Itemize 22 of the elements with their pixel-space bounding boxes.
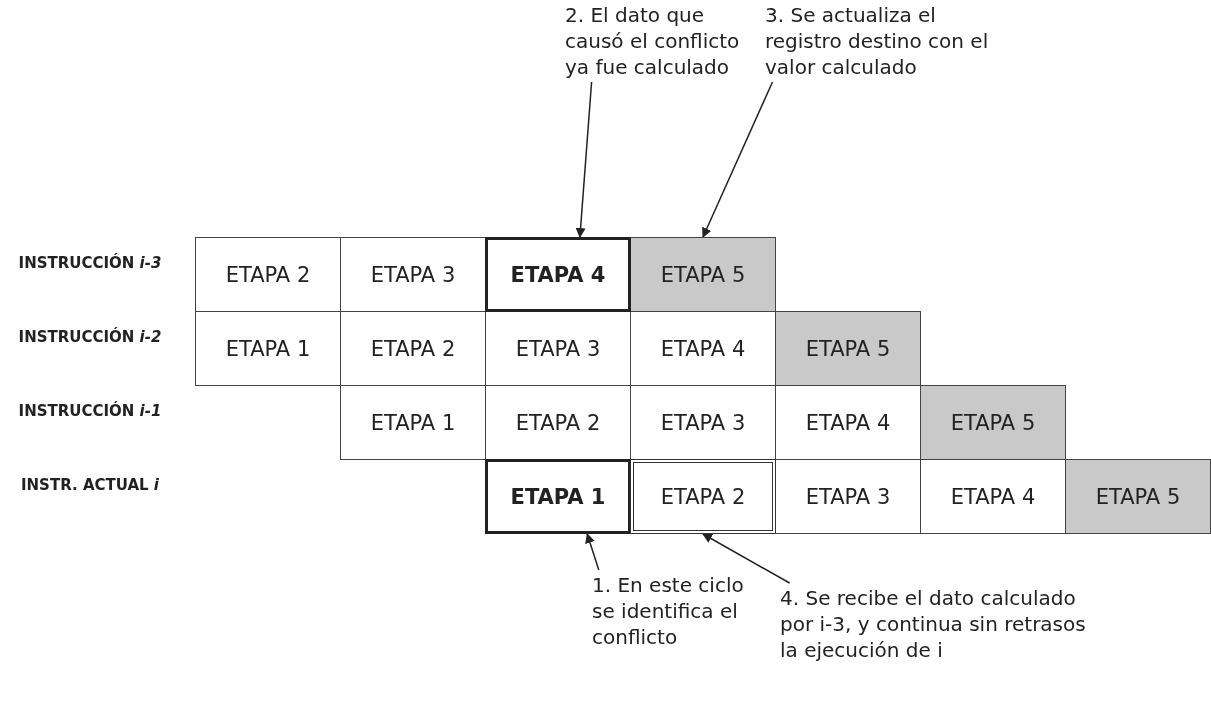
arrow [585,533,600,571]
stage-cell: ETAPA 1 [195,311,341,386]
annotation-text: 3. Se actualiza el registro destino con el valor calculado [765,2,1015,80]
annotation-text: 2. El dato que causó el conflicto ya fue calculado [565,2,755,80]
stage-cell: ETAPA 4 [485,237,631,312]
arrow [702,533,791,584]
arrow [702,81,774,238]
stage-cell: ETAPA 1 [340,385,486,460]
stage-cell: ETAPA 5 [775,311,921,386]
stage-cell: ETAPA 5 [630,237,776,312]
row-label: INSTRUCCIÓN i-1 [17,401,163,421]
arrow [575,81,593,238]
row-label: INSTR. ACTUAL i [19,475,160,495]
stage-cell: ETAPA 5 [1065,459,1211,534]
stage-cell: ETAPA 5 [920,385,1066,460]
stage-cell: ETAPA 2 [630,459,776,534]
row-label: INSTRUCCIÓN i-3 [17,253,163,273]
row-label: INSTRUCCIÓN i-2 [17,327,163,347]
annotation-text: 1. En este ciclo se identifica el conflicto [592,572,762,650]
stage-cell: ETAPA 1 [485,459,631,534]
stage-cell: ETAPA 2 [195,237,341,312]
annotation-text: 4. Se recibe el dato calculado por i-3, y continua sin retrasos la ejecución de i [780,585,1100,663]
